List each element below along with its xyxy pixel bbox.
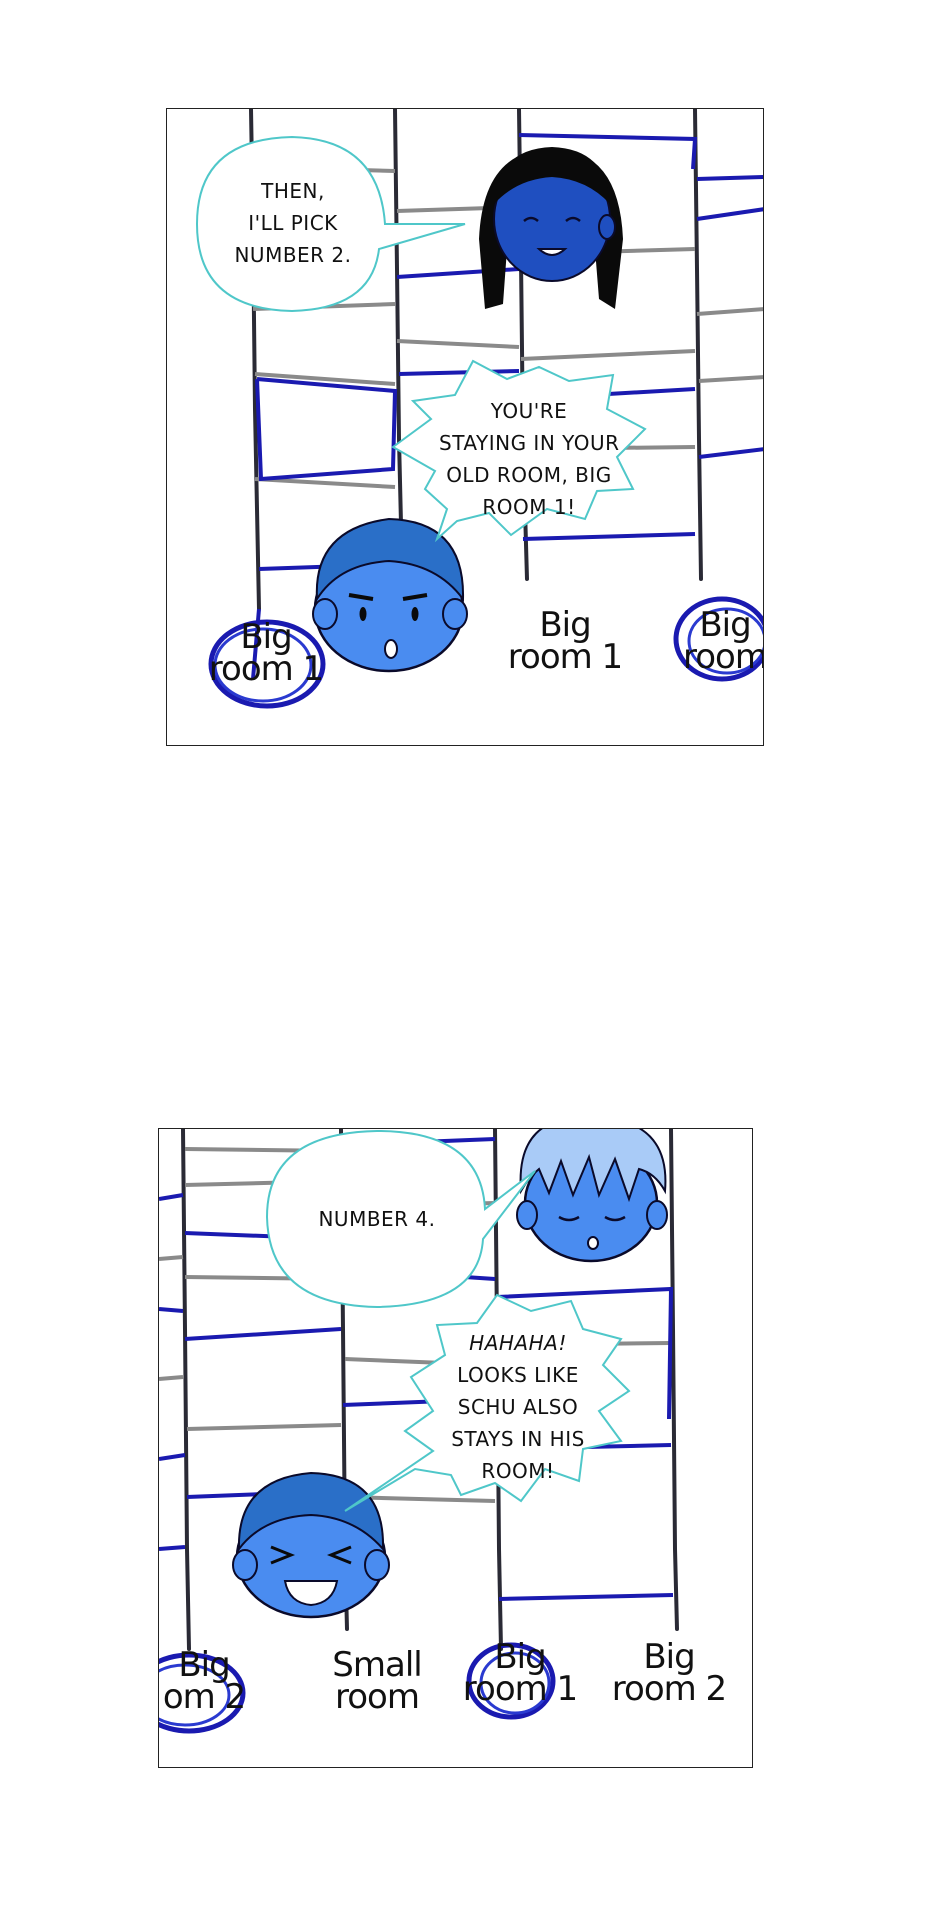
boy-character xyxy=(312,517,468,673)
girl-bubble-text: THEN, I'LL PICK NUMBER 2. xyxy=(205,175,381,271)
label-line: Big xyxy=(494,1637,546,1677)
dialogue-line: I'LL PICK xyxy=(248,211,338,235)
label-line: Big xyxy=(240,617,292,657)
top-speech-bubble xyxy=(265,1129,536,1309)
dialogue-line: SCHU ALSO xyxy=(457,1395,579,1419)
laugh-bubble-text: HAHAHA! LOOKS LIKE SCHU ALSO STAYS IN HI… xyxy=(435,1327,601,1487)
dialogue-line: THEN, xyxy=(261,179,325,203)
circle-mark xyxy=(673,596,763,682)
comic-panel-1: THEN, I'LL PICK NUMBER 2. YOU'RE STAYING… xyxy=(166,108,764,746)
label-line: room 1 xyxy=(208,649,324,689)
label-line: Big xyxy=(643,1637,695,1677)
label-line: room 1 xyxy=(507,637,623,677)
label-line: room 2 xyxy=(611,1669,727,1709)
label-line: Big xyxy=(539,605,591,645)
circle-mark xyxy=(466,1642,556,1720)
dialogue-line: OLD ROOM, BIG xyxy=(446,463,612,487)
label-line: room xyxy=(335,1677,420,1717)
dialogue-line: LOOKS LIKE xyxy=(457,1363,579,1387)
label-line: Small xyxy=(332,1645,422,1685)
boy-bubble-text: YOU'RE STAYING IN YOUR OLD ROOM, BIG ROO… xyxy=(439,395,619,523)
comic-panel-2: NUMBER 4. HAHAHA! LOOKS LIKE SCHU ALSO S… xyxy=(158,1128,753,1768)
ladder-label: Big room 1 xyxy=(201,617,331,689)
circle-mark xyxy=(159,1652,246,1734)
label-line: Big xyxy=(699,605,751,645)
dialogue-line: NUMBER 2. xyxy=(234,243,352,267)
label-line: room 1 xyxy=(462,1669,578,1709)
top-bubble-text: NUMBER 4. xyxy=(277,1203,477,1235)
dialogue-line: STAYING IN YOUR xyxy=(439,431,620,455)
girl-speech-bubble xyxy=(195,135,466,313)
laugh-speech-bubble xyxy=(344,1293,631,1512)
ladder-label: Big room 1 xyxy=(495,605,635,677)
label-line: room xyxy=(683,637,764,677)
circle-mark xyxy=(159,1663,231,1727)
circle-mark xyxy=(208,619,326,709)
circle-mark xyxy=(479,1651,551,1715)
label-line: om 2 xyxy=(162,1677,246,1717)
label-line: Big xyxy=(178,1645,230,1685)
laughing-boy-character xyxy=(232,1471,390,1619)
ladder-label: Big room 1 xyxy=(459,1637,581,1709)
ladder-label: Big room xyxy=(677,605,764,677)
circle-mark xyxy=(687,607,763,675)
dialogue-line: ROOM! xyxy=(481,1459,555,1483)
girl-character xyxy=(479,147,623,309)
panel-2-drawing xyxy=(159,1129,679,1734)
boy-speech-bubble xyxy=(391,359,647,543)
ladder-label: Small room xyxy=(319,1645,435,1717)
dialogue-line: ROOM 1! xyxy=(482,495,576,519)
dialogue-line: NUMBER 4. xyxy=(318,1207,436,1231)
circle-mark xyxy=(213,627,313,703)
ladder-label: Big om 2 xyxy=(159,1645,249,1717)
panel-1-drawing xyxy=(195,109,763,709)
dialogue-line: HAHAHA! xyxy=(469,1331,567,1355)
dialogue-line: YOU'RE xyxy=(490,399,568,423)
dialogue-line: STAYS IN HIS xyxy=(451,1427,585,1451)
light-hair-character xyxy=(516,1129,668,1263)
ladder-label: Big room 2 xyxy=(601,1637,737,1709)
